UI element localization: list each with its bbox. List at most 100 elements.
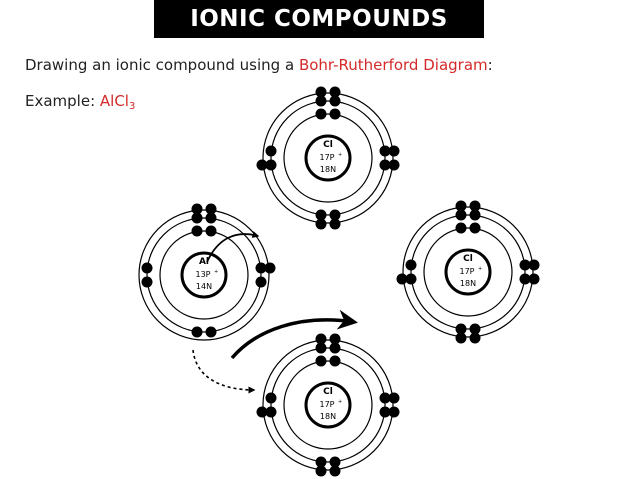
proton-count: 13P (195, 270, 210, 279)
electron-dot (379, 159, 391, 171)
arrow-al-to-cl-bottom-dashed (192, 349, 256, 394)
proton-charge: + (478, 266, 482, 272)
electron-dot (388, 145, 400, 157)
formula-base: AlCl (99, 92, 129, 110)
electron-dot (205, 225, 217, 237)
electron-dot (329, 86, 341, 98)
electron-dot (191, 212, 203, 224)
electron-dot (265, 159, 277, 171)
nucleus-ring (444, 248, 492, 296)
electron-dot (455, 222, 467, 234)
electron-dot (455, 332, 467, 344)
electron-dot (469, 209, 481, 221)
electron-dot (329, 108, 341, 120)
electron-shell (262, 92, 394, 224)
element-symbol: Cl (323, 140, 333, 150)
intro-text: Drawing an ionic compound using a Bohr-R… (25, 56, 493, 74)
formula-subscript: 3 (128, 101, 136, 112)
electron-dot (329, 333, 341, 345)
electron-dot (329, 218, 341, 230)
element-symbol: Cl (463, 254, 473, 264)
electron-dot (141, 262, 153, 274)
electron-shell (138, 209, 270, 341)
electron-shell (270, 347, 386, 463)
electron-dot (329, 456, 341, 468)
electron-dot (315, 333, 327, 345)
example-label: Example: (25, 92, 100, 110)
nucleus-ring (180, 251, 228, 299)
electron-dot (315, 86, 327, 98)
electron-dot (256, 406, 268, 418)
electron-dot (256, 159, 268, 171)
neutron-count: 14N (196, 282, 212, 291)
intro-prefix: Drawing an ionic compound using a (25, 56, 299, 74)
electron-dot (405, 259, 417, 271)
electron-shell (283, 360, 373, 450)
electron-dot (315, 465, 327, 477)
atom-al-left: Al 13P +14N (138, 203, 276, 341)
electron-dot (265, 145, 277, 157)
electron-shell (410, 214, 526, 330)
electron-dot (315, 95, 327, 107)
proton-charge: + (338, 399, 342, 405)
electron-dot (379, 392, 391, 404)
electron-dot (191, 326, 203, 338)
electron-dot (255, 262, 267, 274)
electron-dot (469, 222, 481, 234)
electron-dot (388, 159, 400, 171)
electron-dot (265, 392, 277, 404)
electron-dot (205, 212, 217, 224)
proton-count: 17P (459, 267, 474, 276)
neutron-count: 18N (320, 412, 336, 421)
electron-dot (379, 145, 391, 157)
electron-dot (396, 273, 408, 285)
nucleus-ring (304, 381, 352, 429)
proton-count: 17P (319, 153, 334, 162)
electron-dot (405, 273, 417, 285)
electron-dot (519, 273, 531, 285)
electron-dot (469, 332, 481, 344)
proton-charge: + (214, 269, 218, 275)
atom-cl-top: Cl 17P +18N (256, 86, 400, 230)
electron-dot (315, 218, 327, 230)
electron-dot (455, 323, 467, 335)
electron-shell (270, 100, 386, 216)
electron-dot (388, 406, 400, 418)
page-title: IONIC COMPOUNDS (190, 6, 448, 32)
electron-dot (329, 355, 341, 367)
electron-shell (402, 206, 534, 338)
title-banner: IONIC COMPOUNDS (154, 0, 484, 38)
electron-dot (528, 273, 540, 285)
electron-dot (388, 392, 400, 404)
electron-dot (315, 355, 327, 367)
element-symbol: Al (199, 257, 209, 267)
electron-shell (423, 227, 513, 317)
electron-dot (329, 342, 341, 354)
element-symbol: Cl (323, 387, 333, 397)
electron-dot (379, 406, 391, 418)
electron-dot (205, 203, 217, 215)
nucleus-ring (304, 134, 352, 182)
electron-dot (329, 95, 341, 107)
neutron-count: 18N (460, 279, 476, 288)
example-text: Example: AlCl3 (25, 92, 135, 112)
electron-shell (146, 217, 262, 333)
neutron-count: 18N (320, 165, 336, 174)
electron-dot (191, 203, 203, 215)
electron-dot (329, 465, 341, 477)
arrow-al-to-cl-top (206, 231, 260, 263)
electron-dot (205, 326, 217, 338)
electron-dot (141, 276, 153, 288)
electron-dot (469, 200, 481, 212)
electron-shell (262, 339, 394, 471)
electron-dot (265, 406, 277, 418)
electron-dot (315, 342, 327, 354)
electron-shell (159, 230, 249, 320)
electron-dot (191, 225, 203, 237)
intro-suffix: : (487, 56, 493, 74)
electron-shell (283, 113, 373, 203)
electron-dot (528, 259, 540, 271)
proton-charge: + (338, 152, 342, 158)
